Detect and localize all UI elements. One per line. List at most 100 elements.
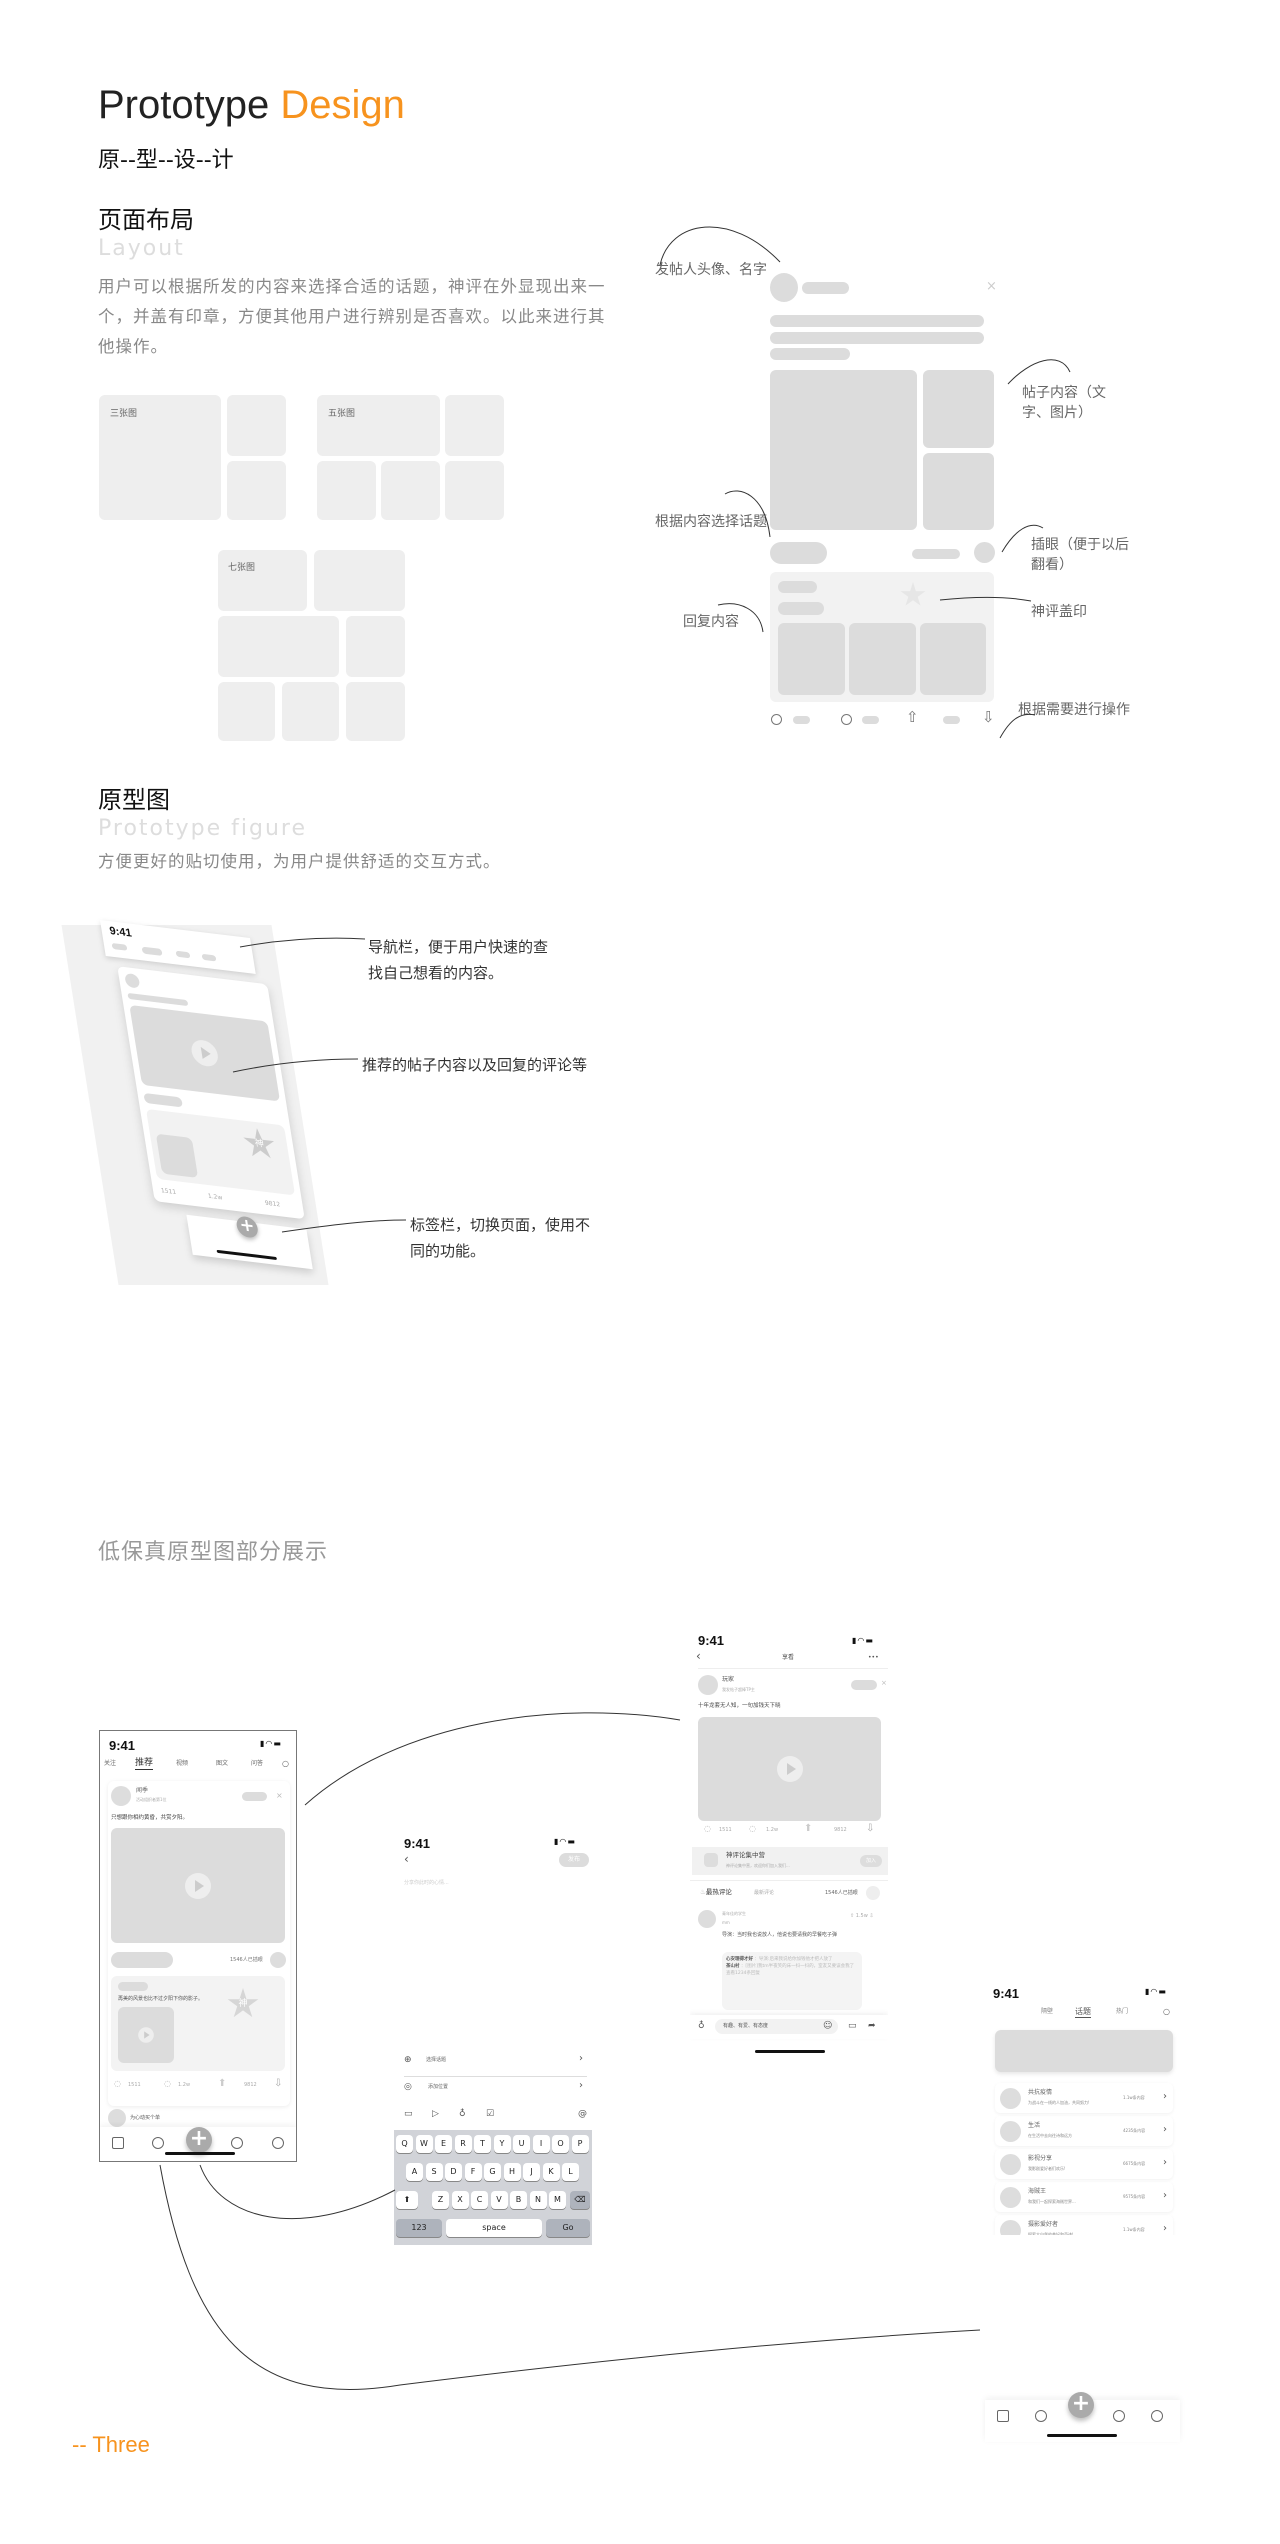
key[interactable]: X [451, 2191, 469, 2209]
plus-icon[interactable]: + [186, 2127, 212, 2153]
comment-input[interactable]: 有趣、有爱、有态度 ☺ [715, 2019, 838, 2034]
key[interactable]: A [406, 2163, 423, 2181]
key[interactable]: J [523, 2163, 540, 2181]
option-topic[interactable]: ⊕ 选择话题 › [404, 2053, 587, 2077]
key[interactable]: B [510, 2191, 527, 2209]
topic-list-item[interactable]: 影视分享我影剧爱好者们欢乐!6675条内容› [995, 2149, 1173, 2179]
topic-pill[interactable] [111, 1952, 173, 1968]
publish-button[interactable]: 发布 [559, 1853, 589, 1867]
emoji-icon[interactable]: ☺ [823, 2021, 833, 2031]
upvote-icon[interactable]: ⬆ [218, 2078, 227, 2089]
key[interactable]: O [552, 2135, 569, 2153]
key[interactable]: D [445, 2163, 462, 2181]
reply-list[interactable]: 心安理得才好 ：导演:后来我说给你加钱他才把人放了 茶山村 ：[图片]我tm半夜… [722, 1952, 862, 2010]
tab-qa[interactable]: 问答 [251, 1760, 264, 1767]
key[interactable]: W [415, 2135, 433, 2153]
tab-recommend[interactable]: 推荐 [135, 1758, 154, 1770]
tab-new-comments[interactable]: 最新评论 [754, 1890, 775, 1896]
key[interactable]: N [529, 2191, 547, 2209]
tab-topics[interactable]: 话题 [1075, 2007, 1091, 2018]
share-icon[interactable]: ◌ [704, 1824, 711, 1833]
tab-hot-comments[interactable]: ♨最热评论 [700, 1888, 732, 1896]
banner[interactable]: 神评论集中营 神评论集中营，欢迎你们加入我们... 加入 [692, 1847, 888, 1875]
key[interactable]: L [562, 2163, 579, 2181]
comment-icon[interactable]: ◌ [164, 2079, 171, 2088]
key[interactable]: space [446, 2219, 542, 2237]
message-icon[interactable] [1113, 2410, 1125, 2422]
play-icon[interactable] [185, 1872, 211, 1899]
play-icon[interactable] [138, 2027, 154, 2043]
key[interactable]: Z [432, 2191, 449, 2209]
post-video[interactable] [698, 1717, 881, 1821]
back-icon[interactable]: ‹ [404, 1852, 409, 1866]
key[interactable]: M [549, 2191, 566, 2209]
home-icon[interactable] [112, 2137, 124, 2149]
image-icon[interactable]: ▭ [404, 2109, 413, 2119]
profile-icon[interactable] [272, 2137, 284, 2149]
key[interactable]: U [513, 2135, 530, 2153]
checkbox-icon[interactable]: ☑ [486, 2109, 495, 2119]
close-icon[interactable]: × [276, 1791, 283, 1800]
post-input[interactable]: 分享你此时的心情... [404, 1880, 449, 1886]
topic-banner[interactable] [995, 2030, 1173, 2072]
forward-icon[interactable]: ➦ [868, 2021, 876, 2031]
search-icon[interactable]: ○ [282, 1759, 289, 1768]
share-icon[interactable]: ◌ [114, 2079, 121, 2088]
key[interactable]: I [532, 2135, 550, 2153]
shift-key[interactable]: ⬆ [396, 2191, 418, 2209]
message-icon[interactable] [231, 2137, 243, 2149]
home-icon[interactable] [997, 2410, 1009, 2422]
discover-icon[interactable] [1035, 2410, 1047, 2422]
key[interactable]: Q [396, 2135, 413, 2153]
downvote-icon[interactable]: ⇩ [866, 1823, 875, 1834]
follow-button[interactable] [851, 1680, 877, 1690]
tab-nearby[interactable]: 隔壁 [1041, 2008, 1054, 2015]
key[interactable]: S [425, 2163, 443, 2181]
topic-list-item[interactable]: 摄影爱好者探索大自然的美好和奇迹!1.1w条内容› [995, 2215, 1173, 2235]
backspace-key[interactable]: ⌫ [570, 2191, 590, 2209]
key[interactable]: V [490, 2191, 508, 2209]
search-icon[interactable]: ○ [1163, 2007, 1170, 2016]
eye-icon[interactable] [866, 1886, 880, 1900]
key[interactable]: T [474, 2135, 491, 2153]
discover-icon[interactable] [152, 2137, 164, 2149]
join-button[interactable]: 加入 [860, 1855, 882, 1867]
topic-list-item[interactable]: 共抗疫情为战斗在一线的人加油，共同努力!1.1w条内容› [995, 2083, 1173, 2113]
key[interactable]: Y [493, 2135, 511, 2153]
close-icon[interactable]: × [881, 1679, 887, 1687]
downvote-icon[interactable]: ⇩ [274, 2078, 283, 2089]
follow-button[interactable] [242, 1792, 267, 1801]
upvote-icon[interactable]: ⬆ [804, 1823, 813, 1834]
plus-icon[interactable]: + [1068, 2392, 1094, 2418]
tab-follow[interactable]: 关注 [104, 1760, 117, 1767]
profile-icon[interactable] [1151, 2410, 1163, 2422]
key[interactable]: P [571, 2135, 589, 2153]
key[interactable]: Go [546, 2219, 590, 2237]
back-icon[interactable]: ‹ [696, 1649, 701, 1663]
eye-icon[interactable] [270, 1952, 286, 1968]
tab-hot[interactable]: 热门 [1116, 2008, 1129, 2015]
key[interactable]: H [503, 2163, 521, 2181]
tab-article[interactable]: 图文 [216, 1760, 229, 1767]
more-icon[interactable]: ••• [868, 1654, 879, 1661]
mic-icon[interactable]: ♁ [459, 2109, 466, 2119]
key[interactable]: 123 [396, 2219, 442, 2237]
key[interactable]: K [542, 2163, 560, 2181]
key[interactable]: R [454, 2135, 472, 2153]
topic-list-item[interactable]: 海贼王和我们一起探索海贼世界...9575条内容› [995, 2182, 1173, 2212]
reply-box[interactable]: 再美的风景也比不过夕阳下你的影子。 神 [111, 1976, 285, 2071]
tab-video[interactable]: 视频 [176, 1760, 189, 1767]
key[interactable]: F [464, 2163, 482, 2181]
key[interactable]: G [484, 2163, 501, 2181]
mic-icon[interactable]: ♁ [698, 2021, 705, 2031]
comment-icon[interactable]: ◌ [749, 1824, 756, 1833]
video-icon[interactable]: ▷ [432, 2109, 439, 2119]
option-location[interactable]: ◎ 添加位置 › [404, 2080, 587, 2102]
key[interactable]: E [435, 2135, 452, 2153]
at-icon[interactable]: @ [578, 2109, 587, 2119]
image-icon[interactable]: ▭ [848, 2021, 857, 2031]
post-video[interactable] [111, 1828, 285, 1943]
post-card[interactable]: 闻季 活动组织者第1位 × 只想跟你相约黄昏，共赏夕阳。 1546人已插眼 再美… [108, 1781, 290, 2106]
key[interactable]: C [471, 2191, 488, 2209]
